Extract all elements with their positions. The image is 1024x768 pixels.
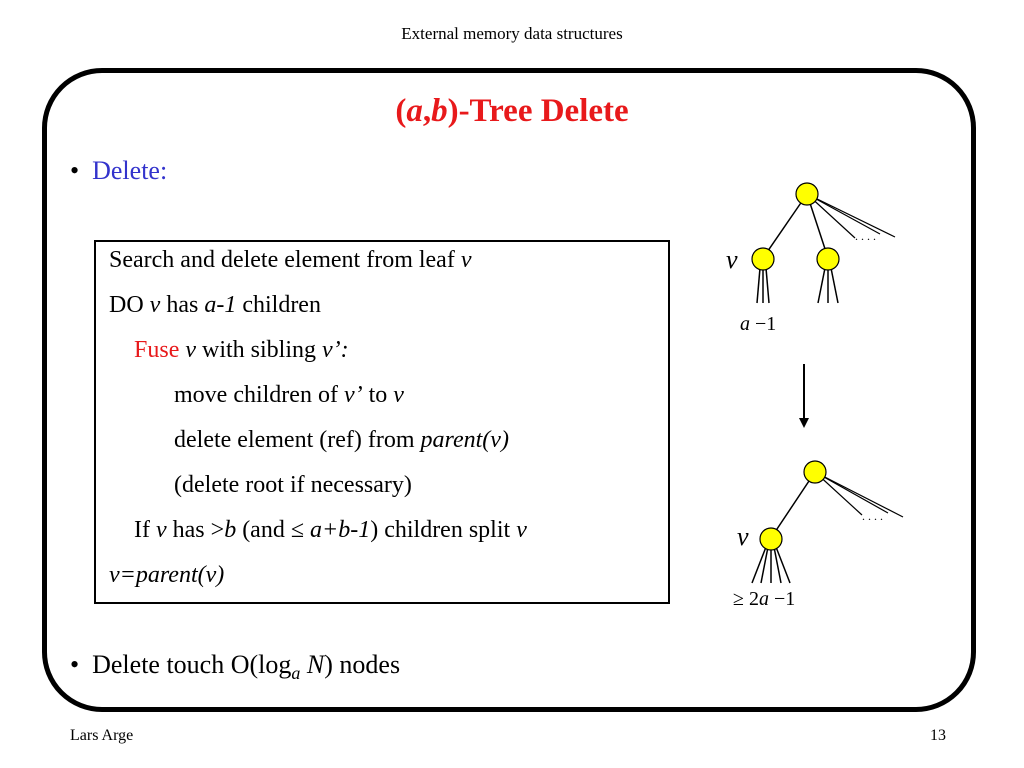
algo-var: v’ xyxy=(343,382,363,408)
footer-page-number: 13 xyxy=(930,727,946,744)
children-count-label: ≥ 2a −1 xyxy=(733,588,795,610)
algo-var: b xyxy=(224,517,237,543)
algo-line-8: v=parent(v) xyxy=(109,562,225,588)
leaf-edge xyxy=(773,546,782,584)
math-close: ) xyxy=(324,650,333,679)
tree-node-sibling xyxy=(816,247,840,271)
algo-line-6: (delete root if necessary) xyxy=(174,472,412,499)
algo-line-1: Search and delete element from leaf v xyxy=(109,247,471,274)
algo-var: v xyxy=(155,517,167,543)
algo-text: ) xyxy=(370,517,379,543)
title-open: ( xyxy=(395,93,407,129)
title-b: b xyxy=(431,93,448,129)
algo-var: v xyxy=(460,247,472,273)
leaf-edge xyxy=(817,267,826,304)
bullet-delete: • Delete: xyxy=(70,156,168,185)
leaf-edge xyxy=(751,546,767,584)
leaf-edge xyxy=(765,267,770,304)
dots-label: . . . . xyxy=(855,229,876,243)
tree-edge xyxy=(814,471,904,518)
slide-title: (a,b)-Tree Delete xyxy=(0,93,1024,130)
algo-var: v xyxy=(393,382,404,408)
tree-edge xyxy=(770,471,816,539)
tree-node-v xyxy=(759,527,783,551)
slide-frame xyxy=(42,68,976,712)
leaf-edge xyxy=(775,546,791,584)
algo-op: > xyxy=(210,517,225,543)
footer-author: Lars Arge xyxy=(70,727,134,744)
algo-text: has xyxy=(160,292,205,318)
algo-keyword: DO xyxy=(109,292,150,318)
algo-line-4: move children of v’ to v xyxy=(174,382,404,409)
algo-expr: parent(v) xyxy=(420,427,509,453)
algo-keyword: If xyxy=(134,517,156,543)
tree-node-v xyxy=(751,247,775,271)
transition-arrow-icon xyxy=(799,364,809,428)
algo-text: delete element (ref) from xyxy=(174,427,421,453)
title-rest: )-Tree Delete xyxy=(447,93,629,129)
bullet-text: Delete touch xyxy=(92,650,225,679)
algo-text: with sibling xyxy=(196,337,323,363)
algorithm-box: Search and delete element from leaf v DO… xyxy=(94,240,670,604)
algo-line-3: Fuse v with sibling v’: xyxy=(134,337,349,364)
math-subscript: a xyxy=(291,663,301,684)
dots-label: . . . . xyxy=(862,509,883,523)
tree-node-root xyxy=(803,460,827,484)
algo-var: v’: xyxy=(322,337,349,363)
algo-line-5: delete element (ref) from parent(v) xyxy=(174,427,509,454)
algo-expr: a-1 xyxy=(204,292,237,318)
algo-text: children xyxy=(236,292,321,318)
bullet-delete-touch: • Delete touch O(loga N) nodes xyxy=(70,650,401,684)
node-label-v: v xyxy=(726,245,738,274)
bullet-text: nodes xyxy=(339,650,401,679)
node-label-v: v xyxy=(737,522,749,551)
algo-text: (delete root if necessary) xyxy=(174,472,412,498)
leaf-edge xyxy=(756,267,761,304)
algo-text: children split xyxy=(378,517,517,543)
leaf-edge xyxy=(760,546,769,584)
tree-after: . . . . v ≥ 2a −1 xyxy=(733,460,904,610)
algo-text: to xyxy=(362,382,394,408)
algo-line-2: DO v has a-1 children xyxy=(109,292,321,319)
tree-edge xyxy=(806,193,896,238)
tree-node-root xyxy=(795,182,819,206)
tree-edge xyxy=(806,193,881,235)
title-comma: , xyxy=(422,93,432,129)
algo-var: v xyxy=(179,337,196,363)
bullet-delete-label: Delete: xyxy=(92,156,168,185)
leaf-edge xyxy=(830,267,839,304)
algo-line-7: If v has >b (and ≤ a+b-1) children split… xyxy=(134,517,527,544)
algo-text: Search and delete element from leaf xyxy=(109,247,461,273)
algo-text: (and ≤ xyxy=(236,517,311,543)
math-log: O(log xyxy=(230,650,292,679)
algo-expr: a+b-1 xyxy=(310,517,371,543)
algo-fuse-keyword: Fuse xyxy=(134,337,180,363)
tree-edge xyxy=(762,193,808,259)
algo-var: v xyxy=(516,517,527,543)
title-a: a xyxy=(406,93,423,129)
algo-text: has xyxy=(166,517,211,543)
tree-before: . . . . v a −1 xyxy=(726,182,896,335)
children-count-label: a −1 xyxy=(740,313,776,335)
algo-text: move children of xyxy=(174,382,344,408)
math-var: N xyxy=(306,650,325,679)
slide-header: External memory data structures xyxy=(401,24,623,43)
algo-var: v xyxy=(149,292,161,318)
